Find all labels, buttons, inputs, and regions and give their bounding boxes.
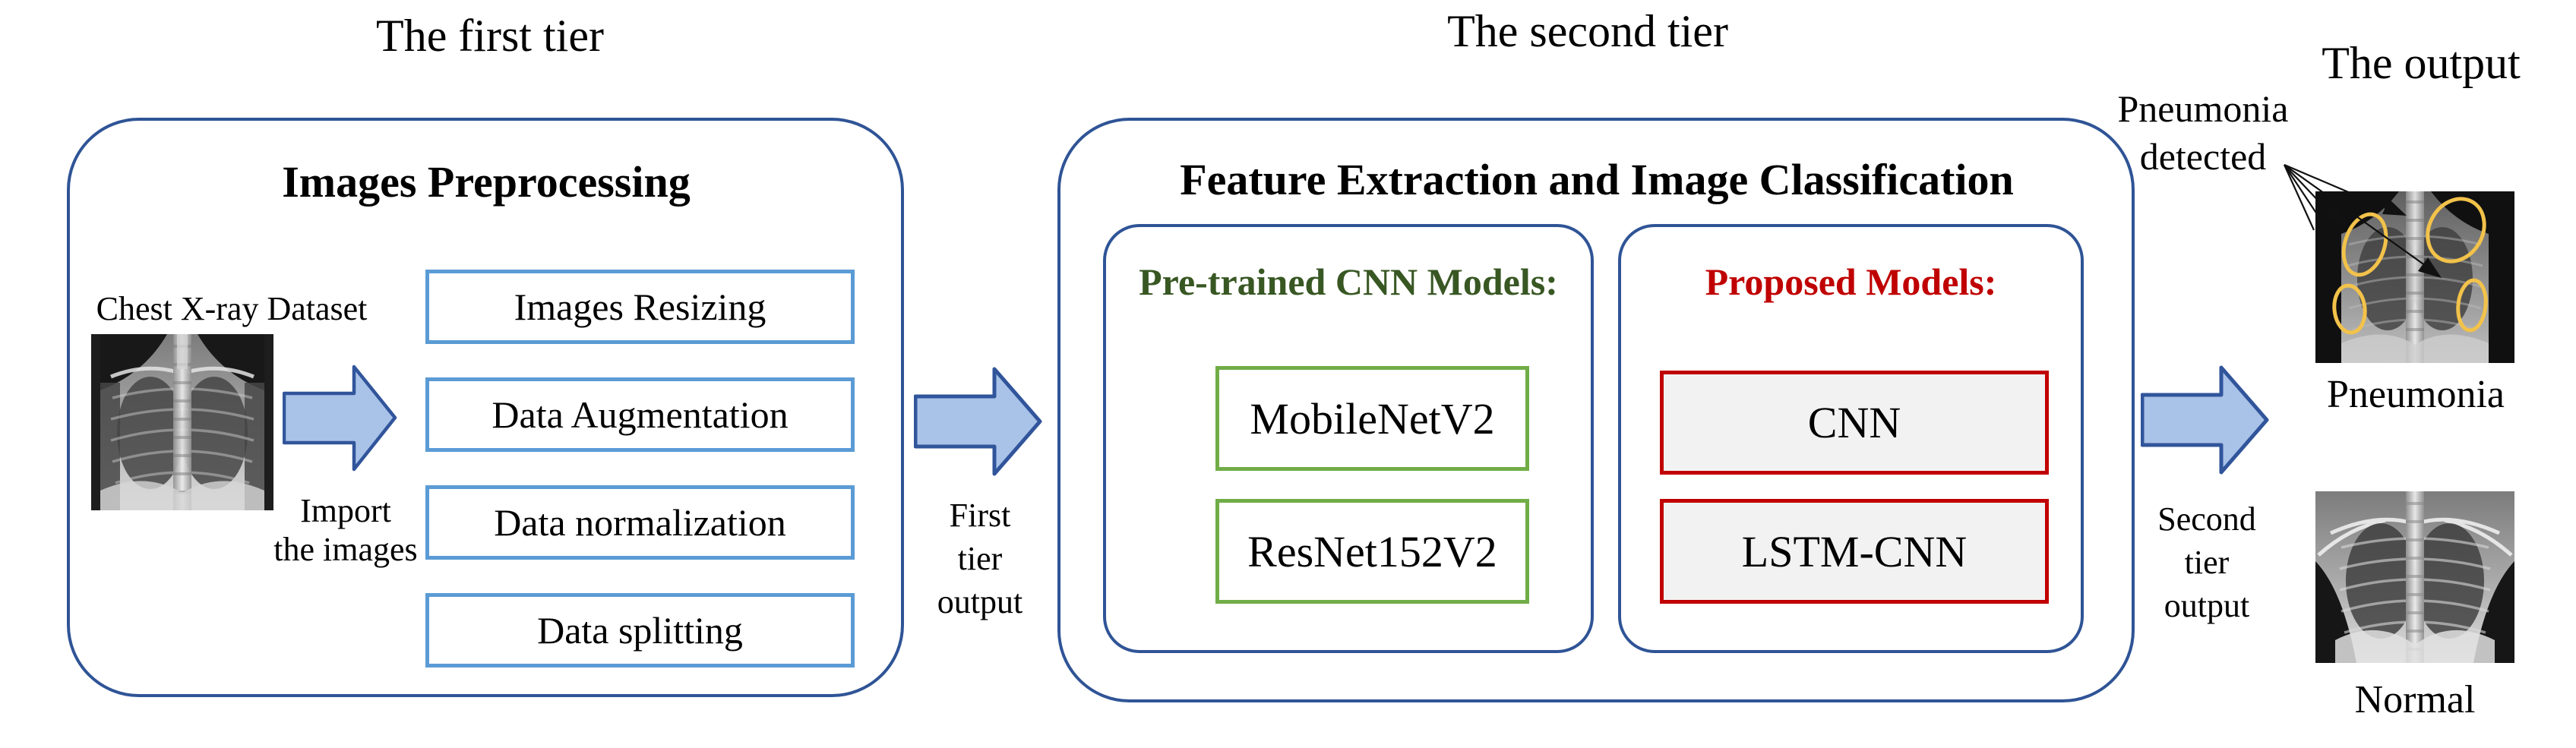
second-tier-output-arrow-right-icon <box>2141 365 2269 475</box>
caption-line: First <box>949 497 1011 534</box>
normal-result-label: Normal <box>2354 678 2476 721</box>
caption-line: Second <box>2157 500 2256 538</box>
import-caption-line: the images <box>273 530 418 568</box>
import-caption: Import the images <box>254 492 437 569</box>
pretrained-panel-box <box>1103 224 1594 653</box>
tier2-heading: Feature Extraction and Image Classificat… <box>1180 155 2014 204</box>
import-arrow-right-icon <box>283 365 397 472</box>
import-caption-line: Import <box>300 492 391 529</box>
chest-xray-dataset-image <box>91 334 273 510</box>
proposed-panel-box <box>1618 224 2084 653</box>
first-tier-output-caption: First tier output <box>915 494 1045 624</box>
model-box-lstm-cnn: LSTM-CNN <box>1660 499 2049 604</box>
tier1-title: The first tier <box>376 11 604 61</box>
caption-line: tier <box>957 540 1003 578</box>
model-box-cnn: CNN <box>1660 371 2049 475</box>
caption-line: output <box>2164 587 2250 625</box>
pneumonia-detected-annotation: Pneumonia detected <box>2089 85 2317 181</box>
proposed-heading: Proposed Models: <box>1705 260 1997 303</box>
tier2-container-box <box>1057 118 2135 702</box>
pneumonia-xray-image <box>2315 191 2514 363</box>
tier1-heading: Images Preprocessing <box>282 157 691 207</box>
annotation-line: Pneumonia <box>2117 87 2289 130</box>
tier1-container-box <box>67 118 904 697</box>
step-box-data-augmentation: Data Augmentation <box>425 377 855 452</box>
first-tier-output-arrow-right-icon <box>914 367 1042 476</box>
step-box-data-normalization: Data normalization <box>425 485 855 560</box>
model-box-mobilenetv2: MobileNetV2 <box>1215 366 1529 471</box>
tier2-title: The second tier <box>1447 6 1728 56</box>
pretrained-heading: Pre-trained CNN Models: <box>1139 260 1558 303</box>
second-tier-output-caption: Second tier output <box>2142 497 2271 628</box>
output-title: The output <box>2322 38 2521 88</box>
annotation-line: detected <box>2139 135 2267 178</box>
model-box-resnet152v2: ResNet152V2 <box>1215 499 1529 604</box>
caption-line: tier <box>2184 544 2230 582</box>
step-box-images-resizing: Images Resizing <box>425 270 855 344</box>
caption-line: output <box>937 583 1023 621</box>
step-box-data-splitting: Data splitting <box>425 593 855 668</box>
pneumonia-result-label: Pneumonia <box>2327 373 2505 416</box>
dataset-label: Chest X-ray Dataset <box>96 290 368 327</box>
normal-xray-image <box>2315 491 2514 663</box>
